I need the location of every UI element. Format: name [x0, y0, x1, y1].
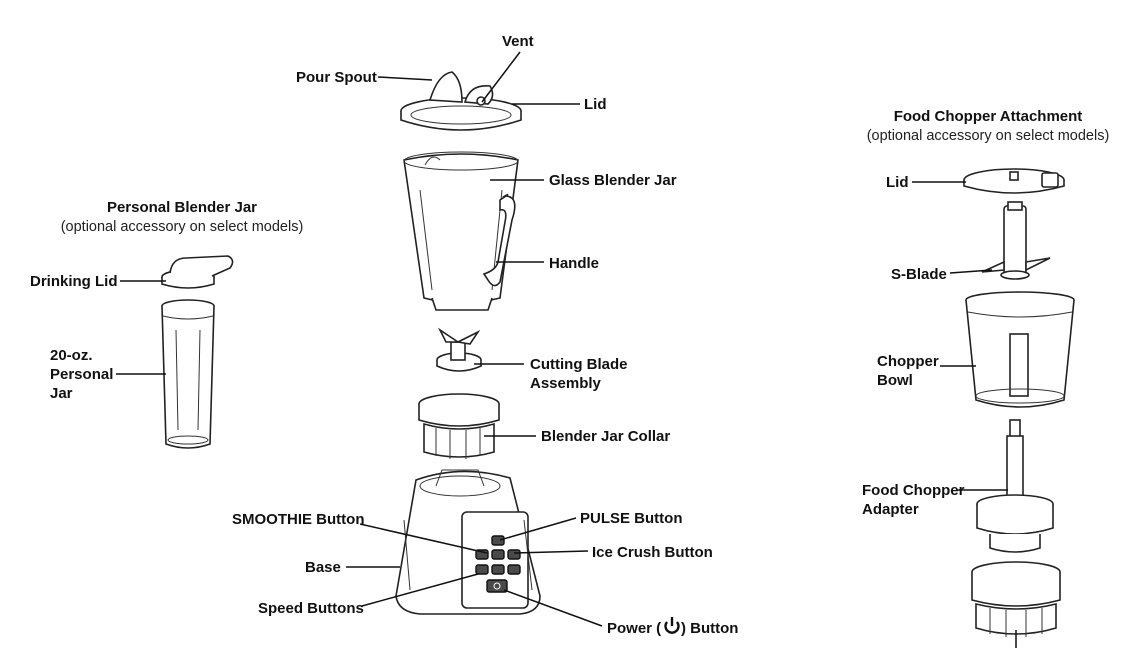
label-pulse-button: PULSE Button	[580, 510, 683, 527]
chopper-collar	[971, 561, 1061, 637]
label-adapter-1: Food Chopper	[862, 482, 965, 499]
label-drinking-lid: Drinking Lid	[30, 273, 118, 290]
glass-blender-jar	[403, 151, 519, 311]
label-lid: Lid	[584, 96, 607, 113]
label-base: Base	[305, 559, 341, 576]
label-collar: Blender Jar Collar	[541, 428, 670, 445]
cutting-blade-assembly	[436, 327, 482, 372]
personal-jar-heading: Personal Blender Jar	[107, 199, 257, 216]
jar-handle	[482, 193, 516, 287]
label-adapter-2: Adapter	[862, 501, 919, 518]
label-personal-jar-1: 20-oz.	[50, 347, 93, 364]
label-vent: Vent	[502, 33, 534, 50]
label-speed-buttons: Speed Buttons	[258, 600, 364, 617]
chopper-bowl	[965, 291, 1075, 408]
chopper-s-blade	[981, 201, 1051, 280]
label-personal-jar-3: Jar	[50, 385, 73, 402]
personal-jar-note: (optional accessory on select models)	[61, 219, 304, 235]
label-chopper-bowl-1: Chopper	[877, 353, 939, 370]
label-cutting-blade-1: Cutting Blade	[530, 356, 628, 373]
label-chopper-bowl-2: Bowl	[877, 372, 913, 389]
label-power-pre: Power (	[607, 620, 661, 637]
label-glass-jar: Glass Blender Jar	[549, 172, 677, 189]
personal-drinking-lid	[161, 255, 234, 289]
chopper-lid	[963, 168, 1065, 194]
label-handle: Handle	[549, 255, 599, 272]
label-power-post: ) Button	[681, 620, 738, 637]
label-chopper-lid: Lid	[886, 174, 909, 191]
food-chopper-adapter	[976, 419, 1054, 553]
label-pour-spout: Pour Spout	[296, 69, 377, 86]
label-cutting-blade-2: Assembly	[530, 375, 602, 392]
blender-lid	[400, 71, 522, 131]
blender-jar-collar	[418, 393, 500, 459]
chopper-heading: Food Chopper Attachment	[894, 108, 1083, 125]
label-s-blade: S-Blade	[891, 266, 947, 283]
label-ice-crush-button: Ice Crush Button	[592, 544, 713, 561]
label-smoothie-button: SMOOTHIE Button	[232, 511, 364, 528]
blender-base	[395, 469, 541, 615]
power-icon	[664, 617, 680, 634]
chopper-note: (optional accessory on select models)	[867, 128, 1110, 144]
leader-lines	[116, 51, 1017, 648]
label-personal-jar-2: Personal	[50, 366, 113, 383]
personal-jar-20oz	[161, 299, 215, 449]
